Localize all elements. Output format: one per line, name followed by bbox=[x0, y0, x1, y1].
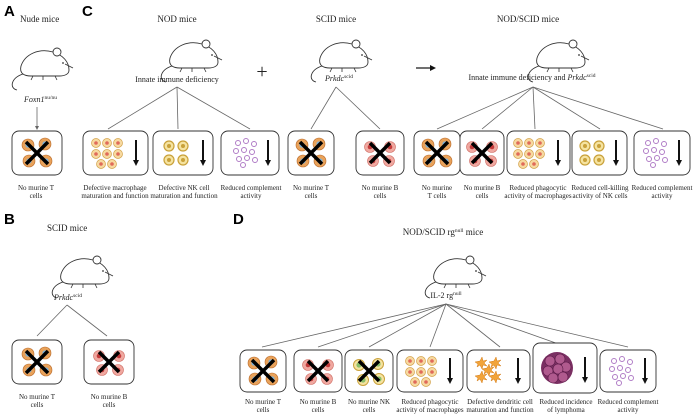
plus-sign: + bbox=[256, 61, 267, 83]
panel-a-gene: Foxn1nu/nu bbox=[23, 95, 57, 104]
mouse-icon bbox=[51, 255, 114, 299]
panel-d-gene: IL-2 rgnull bbox=[430, 291, 462, 300]
transition-arrow bbox=[430, 65, 436, 71]
panel-c-scid-gene: Prkdcscid bbox=[324, 74, 353, 83]
panel-a-title: Nude mice bbox=[20, 14, 59, 24]
panel-b-gene: Prkdcscid bbox=[53, 293, 82, 302]
panel-c-scid-title: SCID mice bbox=[316, 14, 356, 24]
panel-a-letter: A bbox=[4, 3, 15, 20]
lymphoma-icon bbox=[540, 351, 574, 385]
panel-c-combo-title: NOD/SCID mice bbox=[497, 14, 559, 24]
panel-c-combo-sub: Innate immune deficiency and Prkdcscid bbox=[468, 73, 595, 82]
panel-d-title: NOD/SCID rgnull mice bbox=[403, 227, 483, 237]
mouse-icon bbox=[11, 47, 74, 91]
panel-b-title: SCID mice bbox=[47, 223, 87, 233]
combo-nk-box bbox=[571, 130, 628, 176]
panel-b-letter: B bbox=[4, 211, 15, 228]
panel-c-letter: C bbox=[82, 3, 93, 20]
panel-c-nod-title: NOD mice bbox=[157, 14, 196, 24]
panel-c-nod-sub: Innate immune deficiency bbox=[135, 75, 219, 84]
d-dendritic-box bbox=[466, 349, 531, 393]
d-complement-box bbox=[599, 349, 657, 393]
panel-d-letter: D bbox=[233, 211, 244, 228]
combo-complement-box bbox=[633, 130, 691, 176]
